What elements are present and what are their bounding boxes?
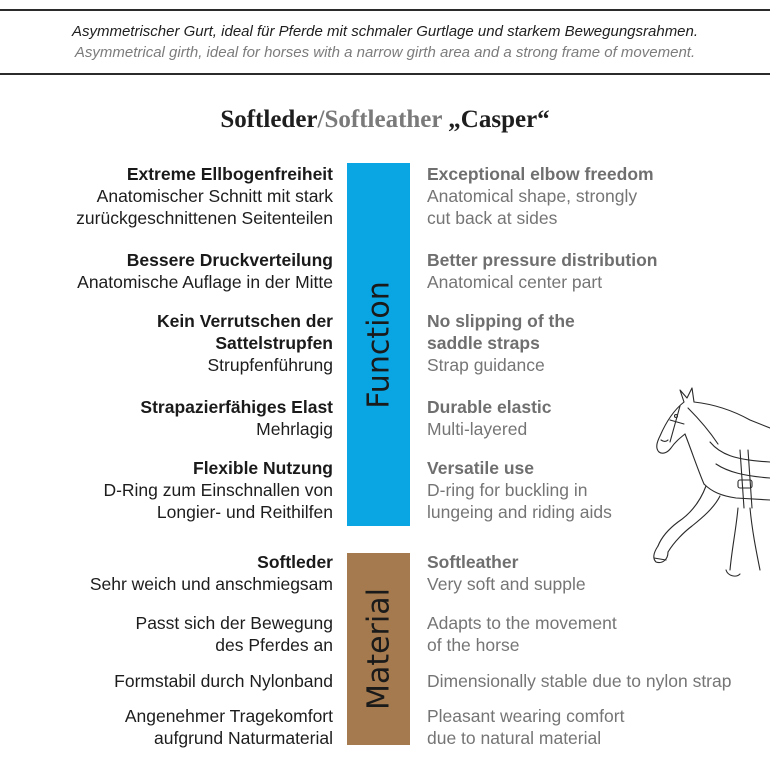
item-heading: Softleather — [427, 552, 519, 572]
item-description: Formstabil durch Nylonband — [114, 671, 333, 691]
item-heading: Sattelstrupfen — [215, 333, 333, 353]
item-description: Strap guidance — [427, 355, 545, 375]
item-description: D-Ring zum Einschnallen von — [103, 480, 333, 500]
title-product-name: „Casper“ — [442, 106, 550, 133]
title-english: Softleather — [324, 106, 443, 133]
function-bar-label: Function — [361, 280, 396, 409]
item-description: Dimensionally stable due to nylon strap — [427, 671, 732, 691]
item-description: cut back at sides — [427, 208, 558, 228]
material-item-3-german: Formstabil durch Nylonband — [0, 670, 333, 692]
item-description: Anatomical shape, strongly — [427, 186, 638, 206]
item-heading: saddle straps — [427, 333, 540, 353]
item-description: Sehr weich und anschmiegsam — [89, 574, 333, 594]
item-description: Strupfenführung — [207, 355, 333, 375]
top-divider — [0, 9, 770, 11]
horse-illustration — [653, 387, 770, 577]
item-heading: Flexible Nutzung — [193, 458, 333, 478]
item-heading: Softleder — [257, 552, 333, 572]
item-description: Mehrlagig — [256, 419, 333, 439]
item-heading: Durable elastic — [427, 397, 552, 417]
item-description: lungeing and riding aids — [427, 502, 612, 522]
item-description: due to natural material — [427, 728, 602, 748]
item-description: Passt sich der Bewegung — [135, 613, 333, 633]
item-heading: Extreme Ellbogenfreiheit — [126, 164, 333, 184]
item-description: Angenehmer Tragekomfort — [124, 706, 333, 726]
item-heading: Better pressure distribution — [427, 250, 658, 270]
item-heading: Strapazierfähiges Elast — [140, 397, 333, 417]
item-description: Very soft and supple — [427, 574, 586, 594]
item-description: Longier- und Reithilfen — [156, 502, 333, 522]
item-heading: Kein Verrutschen der — [156, 311, 333, 331]
material-item-3-english: Dimensionally stable due to nylon strap — [427, 670, 767, 692]
item-description: zurückgeschnittenen Seitenteilen — [76, 208, 333, 228]
material-bar-label: Material — [361, 588, 396, 710]
title-german: Softleder — [220, 106, 318, 133]
title-separator: / — [317, 106, 325, 133]
function-bar: Function — [347, 163, 410, 526]
item-description: aufgrund Naturmaterial — [154, 728, 333, 748]
item-heading: No slipping of the — [427, 311, 575, 331]
item-description: Anatomical center part — [427, 272, 603, 292]
product-title: Softleder/Softleather „Casper“ — [0, 106, 770, 134]
item-description: Pleasant wearing comfort — [427, 706, 625, 726]
item-description: Anatomischer Schnitt mit stark — [96, 186, 333, 206]
bottom-divider — [0, 73, 770, 75]
item-description: Multi-layered — [427, 419, 528, 439]
item-heading: Versatile use — [427, 458, 535, 478]
item-heading: Bessere Druckverteilung — [126, 250, 333, 270]
item-description: Anatomische Auflage in der Mitte — [77, 272, 333, 292]
item-description: of the horse — [427, 635, 520, 655]
material-bar: Material — [347, 553, 410, 745]
item-heading: Exceptional elbow freedom — [427, 164, 654, 184]
intro-english: Asymmetrical girth, ideal for horses wit… — [74, 44, 696, 61]
item-description: D-ring for buckling in — [427, 480, 588, 500]
item-description: des Pferdes an — [215, 635, 333, 655]
item-description: Adapts to the movement — [427, 613, 617, 633]
intro-german: Asymmetrischer Gurt, ideal für Pferde mi… — [71, 23, 699, 40]
